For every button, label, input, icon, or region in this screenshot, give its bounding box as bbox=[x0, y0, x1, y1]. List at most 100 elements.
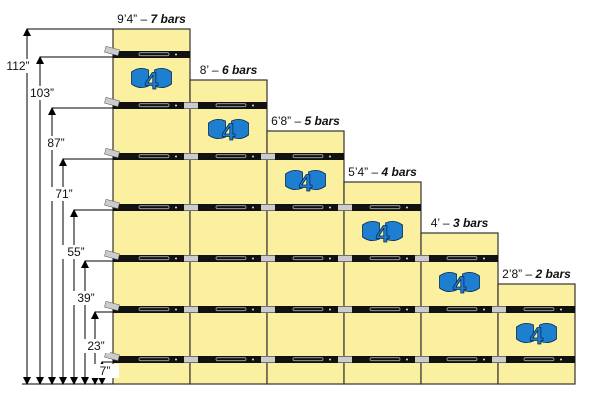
bar-body bbox=[421, 255, 498, 262]
bar-slot bbox=[215, 154, 247, 159]
bar-dot bbox=[175, 358, 177, 361]
bar-dot bbox=[252, 206, 254, 209]
bar-slot bbox=[138, 103, 170, 108]
logo-four: 4 bbox=[376, 221, 390, 248]
bar-slot bbox=[369, 357, 401, 362]
bar-dot bbox=[329, 155, 331, 158]
bar-end-bracket bbox=[104, 147, 120, 159]
bar bbox=[492, 356, 575, 363]
bar-body bbox=[421, 306, 498, 313]
dimension-label: 55” bbox=[67, 245, 84, 259]
dimension-label-bg bbox=[42, 136, 70, 150]
bar bbox=[338, 306, 421, 313]
bar-body bbox=[190, 153, 267, 160]
logo-wing-left bbox=[362, 221, 380, 241]
bar-slot bbox=[138, 357, 170, 362]
dimension-label-bg bbox=[62, 245, 90, 259]
bar-slot bbox=[292, 154, 324, 159]
bar bbox=[104, 249, 190, 262]
bar bbox=[184, 356, 267, 363]
bar-connector bbox=[338, 204, 352, 211]
bar-end-bracket bbox=[104, 300, 120, 312]
bar-connector bbox=[184, 306, 198, 313]
bar-slot bbox=[292, 256, 324, 261]
bar bbox=[261, 255, 344, 262]
fit4-logo-icon: 4 bbox=[131, 68, 172, 95]
bar-dot bbox=[252, 308, 254, 311]
bar-dot bbox=[252, 358, 254, 361]
bar-dot bbox=[483, 358, 485, 361]
bar-slot bbox=[138, 205, 170, 210]
bar-dot bbox=[483, 308, 485, 311]
bar bbox=[492, 306, 575, 313]
fit4-logo-icon: 4 bbox=[285, 170, 326, 197]
bar-connector bbox=[415, 356, 429, 363]
bar-body bbox=[113, 356, 190, 363]
bar-dot bbox=[175, 53, 177, 56]
logo-wing-right bbox=[231, 119, 249, 139]
bar-slot bbox=[138, 307, 170, 312]
fit4-logo-icon: 4 bbox=[439, 272, 480, 299]
dimension-7in: 7” bbox=[91, 361, 119, 385]
bar-body bbox=[113, 51, 190, 58]
bar-connector bbox=[338, 356, 352, 363]
column-label: 2’8” – 2 bars bbox=[502, 267, 571, 281]
column-height-label: 6’8” – bbox=[271, 114, 304, 128]
logo-four: 4 bbox=[299, 170, 313, 197]
bar-body bbox=[421, 356, 498, 363]
fit4-logo-icon: 4 bbox=[208, 119, 249, 146]
bar-body bbox=[344, 255, 421, 262]
bar-dot bbox=[329, 257, 331, 260]
bar-dot bbox=[252, 257, 254, 260]
bar bbox=[415, 306, 498, 313]
logo-wing-left bbox=[285, 170, 303, 190]
bar-dot bbox=[483, 257, 485, 260]
bar-dot bbox=[560, 358, 562, 361]
column-label: 8’ – 6 bars bbox=[200, 63, 258, 77]
column-bars-label: 4 bars bbox=[381, 165, 418, 179]
bar bbox=[261, 356, 344, 363]
bar-connector bbox=[261, 204, 275, 211]
column-label: 6’8” – 5 bars bbox=[271, 114, 340, 128]
dimension-label-bg bbox=[28, 86, 56, 100]
bar-body bbox=[267, 204, 344, 211]
column-height-label: 2’8” – bbox=[502, 267, 535, 281]
column-height-label: 5’4” – bbox=[348, 165, 381, 179]
fit4-logo-icon: 4 bbox=[516, 323, 557, 350]
logo-wing-left bbox=[439, 272, 457, 292]
bar-slot bbox=[369, 256, 401, 261]
bar-connector bbox=[492, 306, 506, 313]
bar bbox=[184, 255, 267, 262]
column-height-label: 9’4” – bbox=[117, 12, 150, 26]
bar-body bbox=[113, 153, 190, 160]
bar bbox=[415, 356, 498, 363]
bar-slot bbox=[369, 307, 401, 312]
bar-slot bbox=[215, 307, 247, 312]
logo-wing-right bbox=[462, 272, 480, 292]
bar-dot bbox=[252, 155, 254, 158]
bar-dot bbox=[175, 206, 177, 209]
bar-connector bbox=[492, 356, 506, 363]
bar bbox=[338, 356, 421, 363]
bar-slot bbox=[138, 154, 170, 159]
bar-end-bracket bbox=[104, 198, 120, 210]
bar-end-bracket bbox=[104, 45, 120, 57]
dimension-label: 112” bbox=[6, 59, 29, 73]
bar-body bbox=[190, 255, 267, 262]
dimension-label-bg bbox=[50, 187, 78, 201]
logo-wing-left bbox=[131, 68, 149, 88]
bar-slot bbox=[138, 52, 170, 57]
column-6-bars: 8’ – 6 bars 4 bbox=[184, 63, 268, 385]
column-height-label: 4’ – bbox=[431, 216, 453, 230]
bar-slot bbox=[138, 256, 170, 261]
bar-slot bbox=[446, 357, 478, 362]
logo-wing-right bbox=[154, 68, 172, 88]
bar bbox=[261, 204, 344, 211]
bar-body bbox=[113, 306, 190, 313]
bar-slot bbox=[369, 205, 401, 210]
bar-slot bbox=[215, 103, 247, 108]
bar-end-bracket bbox=[104, 249, 120, 261]
bar-end-bracket bbox=[104, 350, 120, 362]
